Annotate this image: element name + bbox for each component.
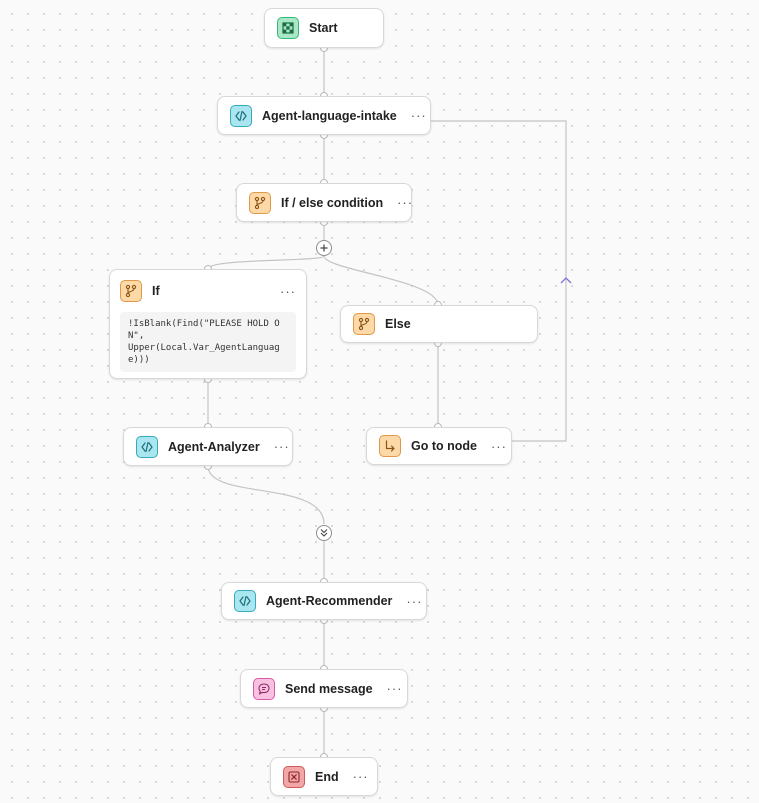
node-agent-language-intake[interactable]: Agent-language-intake ··· <box>217 96 431 135</box>
code-brackets-icon <box>234 590 256 612</box>
node-end[interactable]: End ··· <box>270 757 378 796</box>
edge-plus-else <box>323 255 439 306</box>
chat-bubble-icon <box>253 677 275 700</box>
node-else-branch-label: Else <box>385 317 411 331</box>
loop-arrow-icon <box>560 277 572 284</box>
add-branch-button[interactable] <box>316 240 332 256</box>
branch-icon <box>120 280 142 302</box>
node-end-label: End <box>315 769 339 784</box>
node-if-branch-menu-button[interactable]: ··· <box>280 283 296 299</box>
node-agent-analyzer[interactable]: Agent-Analyzer ··· <box>123 427 293 466</box>
node-if-else-condition-menu-button[interactable]: ··· <box>397 195 414 210</box>
node-agent-recommender-menu-button[interactable]: ··· <box>406 593 423 609</box>
node-send-message[interactable]: Send message ··· <box>240 669 408 708</box>
node-if-branch-label: If <box>152 284 160 298</box>
node-agent-language-intake-label: Agent-language-intake <box>262 108 397 123</box>
node-else-branch[interactable]: Else <box>340 305 538 343</box>
node-agent-recommender[interactable]: Agent-Recommender ··· <box>221 582 427 620</box>
node-if-branch[interactable]: If ··· !IsBlank(Find("PLEASE HOLD ON", U… <box>109 269 307 379</box>
node-if-else-condition-label: If / else condition <box>281 195 384 210</box>
branch-icon <box>353 313 375 335</box>
node-agent-language-intake-menu-button[interactable]: ··· <box>410 108 427 123</box>
node-go-to-node[interactable]: Go to node ··· <box>366 427 512 465</box>
node-send-message-menu-button[interactable]: ··· <box>386 681 403 696</box>
node-if-branch-header: If ··· <box>120 280 296 302</box>
node-end-menu-button[interactable]: ··· <box>352 769 369 784</box>
code-brackets-icon <box>230 104 252 127</box>
node-go-to-node-label: Go to node <box>411 439 477 453</box>
node-agent-recommender-label: Agent-Recommender <box>266 594 393 608</box>
merge-arrows-icon <box>320 529 328 537</box>
node-start-label: Start <box>309 21 338 35</box>
branch-icon <box>249 191 271 214</box>
checkered-flag-icon <box>277 17 299 39</box>
close-box-icon <box>283 765 305 788</box>
edge-goto-loop <box>430 120 567 442</box>
node-agent-analyzer-label: Agent-Analyzer <box>168 439 260 454</box>
code-brackets-icon <box>136 435 158 458</box>
edge-plus-if <box>207 255 325 270</box>
plus-icon <box>320 244 328 252</box>
condition-expression: !IsBlank(Find("PLEASE HOLD ON", Upper(Lo… <box>120 312 296 372</box>
merge-branches-button[interactable] <box>316 525 332 541</box>
node-send-message-label: Send message <box>285 681 373 696</box>
edge-analyzer-merge <box>207 465 325 525</box>
node-if-else-condition[interactable]: If / else condition ··· <box>236 183 412 222</box>
node-go-to-node-menu-button[interactable]: ··· <box>490 438 507 454</box>
node-agent-analyzer-menu-button[interactable]: ··· <box>273 439 290 454</box>
redirect-arrow-icon <box>379 435 401 457</box>
node-start[interactable]: Start <box>264 8 384 48</box>
